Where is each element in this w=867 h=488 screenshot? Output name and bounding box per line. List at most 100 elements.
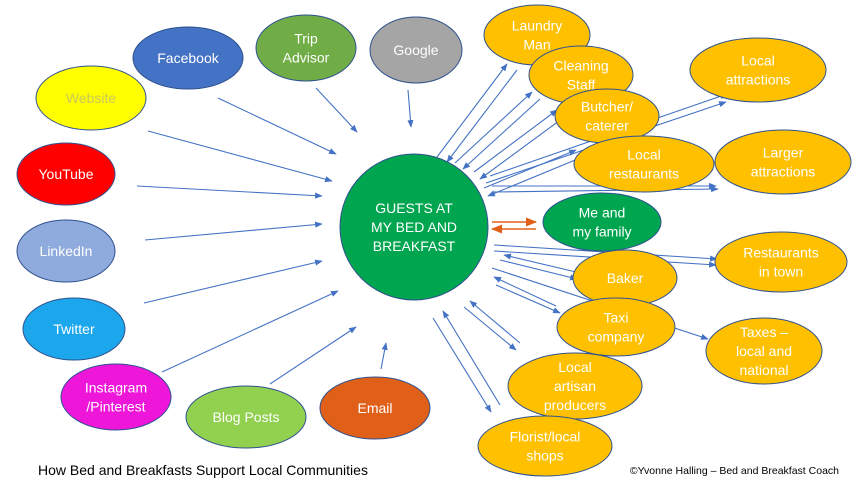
arrow-laundry-man-2 [446,69,518,163]
node-butcher-caterer: Butcher/caterer [554,88,660,144]
node-website-shape [35,65,147,131]
node-larger-attractions-shape [714,129,852,195]
node-restaurants-in-town-shape [714,231,848,293]
node-larger-attractions-label-line: attractions [751,164,816,180]
node-local-restaurants-label-line: restaurants [609,166,679,182]
arrow-cleaning-staff-2 [462,98,541,170]
arrow-taxi-company-1 [495,284,561,314]
node-twitter-shape [22,297,126,361]
node-local-artisan-producers: Local artisan producers [507,352,643,420]
node-butcher-caterer-shape [554,88,660,144]
node-email-shape [319,376,431,440]
node-local-artisan-producers-label-line: producers [544,397,606,413]
arrow-local-artisan-producers-2 [469,300,521,344]
node-instagram-pinterest: Instagram/Pinterest [60,363,172,431]
node-local-restaurants-shape [573,135,715,193]
node-taxi-company-shape [556,297,676,357]
diagram-caption: How Bed and Breakfasts Support Local Com… [38,462,368,478]
node-trip-advisor-label-line: Trip [294,31,318,47]
arrow-local-restaurants-1 [483,149,577,189]
node-blog-posts-label-line: Blog Posts [213,409,280,425]
node-taxes-label-line: Taxes – [740,324,788,340]
node-email-label-line: Email [357,400,392,416]
node-laundry-man-label-line: Man [523,37,550,53]
arrow-twitter-1 [143,259,323,304]
node-taxes-shape [705,317,823,385]
arrow-blog-posts-1 [269,326,357,385]
node-google-shape [369,16,463,84]
node-facebook-shape [132,26,244,90]
node-butcher-caterer-label-line: caterer [585,118,629,134]
node-taxes-label-line: local and [736,343,792,359]
node-larger-attractions-label-line: Larger [763,145,804,161]
node-twitter: Twitter [22,297,126,361]
arrow-linkedin-1 [144,221,323,241]
node-linkedin-shape [16,219,116,283]
arrow-butcher-caterer-1 [473,109,558,173]
arrow-larger-attractions-2 [491,186,719,193]
node-local-restaurants: Local restaurants [573,135,715,193]
arrow-local-artisan-producers-1 [463,306,517,351]
node-instagram-pinterest-label-line: /Pinterest [86,399,145,415]
arrow-google-1 [407,89,414,128]
arrow-instagram-pinterest-1 [161,290,339,373]
node-linkedin: LinkedIn [16,219,116,283]
node-larger-attractions: Larger attractions [714,129,852,195]
center-node-guests-label-line: BREAKFAST [373,238,456,254]
node-restaurants-in-town: Restaurants in town [714,231,848,293]
node-florist-local-shops-shape [477,415,613,477]
node-taxi-company: Taxi company [556,297,676,357]
node-email: Email [319,376,431,440]
node-google: Google [369,16,463,84]
node-restaurants-in-town-label-line: in town [759,264,803,280]
node-taxi-company-label-line: company [588,329,645,345]
node-restaurants-in-town-label-line: Restaurants [743,245,818,261]
arrow-laundry-man-1 [436,63,508,158]
node-blog-posts-shape [185,385,307,449]
arrow-florist-local-shops-2 [442,310,501,406]
copyright-credit: ©Yvonne Halling – Bed and Breakfast Coac… [629,465,839,477]
node-instagram-pinterest-label-line: Instagram [85,380,147,396]
node-blog-posts: Blog Posts [185,385,307,449]
arrow-youtube-1 [136,185,323,199]
arrow-florist-local-shops-1 [432,317,492,413]
node-local-attractions-shape [689,37,827,103]
node-trip-advisor-shape [255,14,357,82]
arrow-trip-advisor-1 [315,87,358,133]
node-laundry-man-label-line: Laundry [512,18,563,34]
node-website: Website [35,65,147,131]
node-website-label-line: Website [66,90,117,106]
node-florist-local-shops-label-line: Florist/local [510,429,581,445]
arrow-website-1 [147,130,333,183]
node-taxes-label-line: national [739,362,788,378]
node-youtube: YouTube [16,142,116,206]
arrow-facebook-1 [217,97,337,155]
node-instagram-pinterest-shape [60,363,172,431]
node-me-and-my-family-label-line: Me and [579,205,626,221]
node-me-and-my-family-label-line: my family [572,224,631,240]
node-trip-advisor-label-line: Advisor [283,50,330,66]
arrow-baker-1 [499,259,578,281]
node-facebook: Facebook [132,26,244,90]
node-local-artisan-producers-label-line: artisan [554,378,596,394]
node-google-label-line: Google [393,42,438,58]
node-me-and-my-family: Me and my family [542,192,662,252]
node-local-artisan-producers-label-line: Local [558,359,591,375]
node-taxi-company-label-line: Taxi [604,310,629,326]
center-node-guests-label-line: MY BED AND [371,219,457,235]
node-facebook-label-line: Facebook [157,50,219,66]
node-baker: Baker [572,249,678,307]
node-youtube-label-line: YouTube [38,166,93,182]
node-butcher-caterer-label-line: Butcher/ [581,99,633,115]
node-taxes: Taxes – local and national [705,317,823,385]
arrow-email-1 [380,342,388,370]
arrow-taxi-company-2 [493,276,557,307]
arrow-butcher-caterer-2 [479,117,564,180]
node-cleaning-staff-label-line: Cleaning [553,58,608,74]
node-local-restaurants-label-line: Local [627,147,660,163]
